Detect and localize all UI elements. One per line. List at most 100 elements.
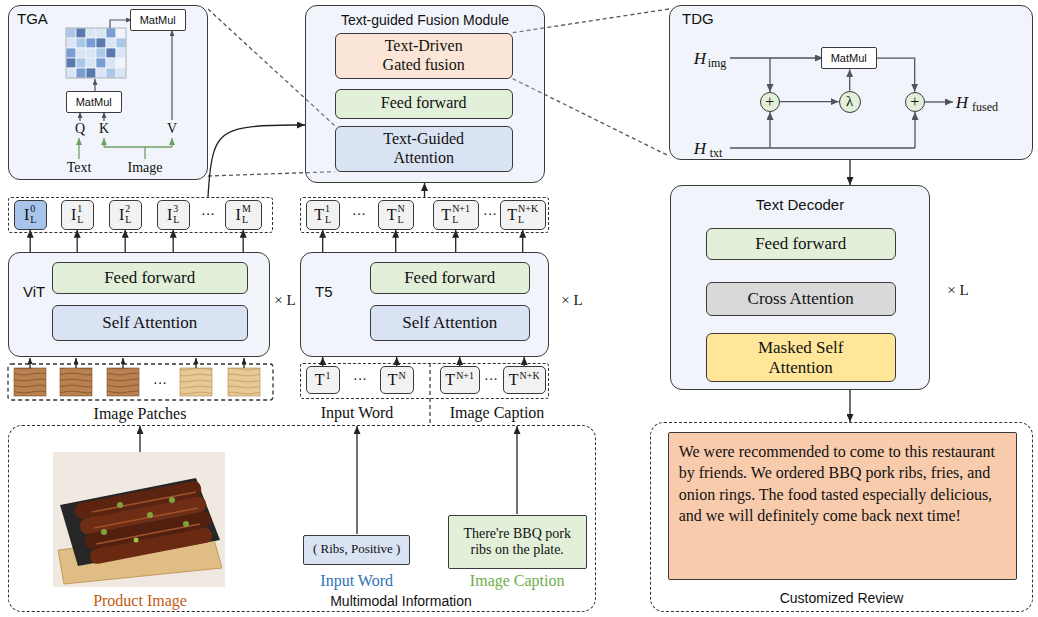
token-index: L [452,215,470,226]
qkv-label: V [167,122,177,136]
token-symbol: I [167,207,172,223]
ellipsis: ··· [353,373,367,387]
flow-arrow [77,230,78,252]
variable-symbol: H [694,140,706,157]
ellipsis: ··· [201,208,215,222]
box-label: Cross Attention [748,289,854,309]
garnish [147,512,153,518]
matmul-box: MatMul [66,91,122,113]
token-box: I0L [14,200,47,230]
token-scripts: NL [397,204,404,225]
ellipsis: ··· [352,208,366,222]
flow-arrow [455,230,456,252]
token-sequence: T1TNTN+1TN+K [300,363,549,399]
qkv-label: Q [75,122,85,136]
flow-arrow [395,230,396,252]
token-index: N+1 [456,371,474,382]
token-scripts: 3L [173,204,179,225]
script-spacer [326,381,331,389]
image-patch [228,368,260,396]
layer-box: Feed forward [370,262,530,294]
rib-highlight [92,492,200,544]
panel-title: Text-guided Fusion Module [341,12,509,28]
token-index: L [173,215,179,226]
script-spacer [398,381,405,389]
panel-title: TDG [682,10,714,27]
token-box: I1L [61,200,94,230]
token-scripts: ML [242,204,251,225]
variable-symbol: H [694,50,706,67]
output-region: Customized Review We were recommended to … [650,422,1033,612]
token-index: L [77,215,83,226]
token-symbol: T [441,207,451,223]
box-label: There're BBQ pork ribs on the plate. [457,526,577,558]
token-index: L [125,215,131,226]
box-label: Feed forward [381,94,467,112]
box-label: Self Attention [402,313,497,333]
token-box: TNL [378,200,414,230]
token-index: L [30,215,36,226]
panel-title: ViT [23,283,45,300]
flow-arrow [75,358,76,368]
token-label: TN+1L [441,204,470,225]
token-index: 1 [326,371,331,382]
section-label: Image Patches [94,406,187,422]
input-label: Image [128,161,163,175]
token-symbol: I [24,207,29,223]
layer-box: Feed forward [706,228,896,260]
flow-arrow [173,230,174,252]
flow-arrow [125,230,126,252]
layer-box: Feed forward [335,89,513,119]
token-index: 1 [77,204,83,215]
matmul-box: MatMul [821,47,877,69]
photo-background [53,452,225,587]
ellipsis: ··· [483,208,497,222]
token-label: T1L [314,204,331,225]
token-index: M [242,204,251,215]
box-label: Text-Driven Gated fusion [374,37,474,74]
token-label: TN+1 [445,371,474,390]
flow-arrow [849,160,850,185]
gate-weight: λ [839,91,861,113]
operator-symbol: + [910,93,919,111]
token-box: T1L [306,200,340,230]
flow-arrow [243,230,244,252]
token-scripts: N+1 [456,371,474,390]
garnish [134,538,139,543]
token-box: TN+KL [500,200,546,230]
variable-symbol: H [956,94,968,111]
token-index: 3 [173,204,179,215]
token-index: N+K [520,371,540,382]
layer-box: Cross Attention [706,282,896,316]
ellipsis: ··· [153,377,167,391]
token-index: L [397,215,404,226]
review-text: We were recommended to come to this rest… [679,441,1006,527]
input-region: Multimodal Information( Ribs, Positive )… [8,425,596,612]
patch-sequence [8,364,273,400]
token-symbol: I [119,207,124,223]
token-label: TNL [387,204,405,225]
box-label: Feed forward [104,268,195,288]
token-label: TN [388,371,406,390]
box-label: Text-Guided Attention [374,130,474,167]
add-operator: + [760,92,780,112]
token-scripts: N+1L [452,204,470,225]
image-patch [60,368,92,396]
token-label: IML [236,204,251,225]
layer-box: Text-Guided Attention [335,126,513,172]
token-label: T1 [315,371,331,390]
flow-arrow [195,358,196,368]
box-label: Feed forward [755,234,846,254]
box-label: MatMul [76,96,112,109]
repeat-count: × L [274,293,295,308]
variable-subscript: img [708,57,727,69]
token-box: I3L [157,200,190,230]
panel-title: Customized Review [780,590,904,606]
flow-arrow [396,357,397,366]
token-scripts: 2L [125,204,131,225]
flow-arrow [524,357,525,366]
layer-box: Self Attention [52,305,248,341]
section-label: Image Caption [450,405,545,421]
panel-title: TGA [17,10,48,27]
token-label: I0L [24,204,36,225]
